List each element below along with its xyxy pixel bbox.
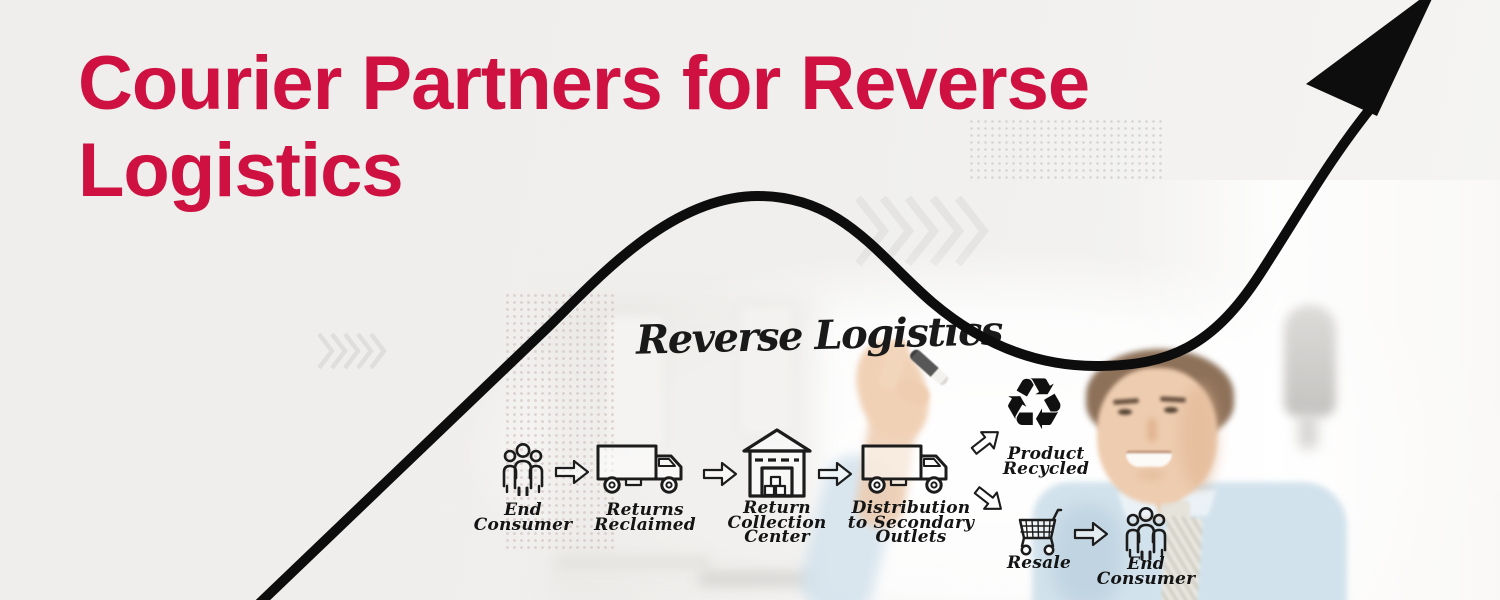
recycle-icon: ♻ xyxy=(1002,362,1067,446)
people-group-icon xyxy=(1124,506,1168,560)
delivery-truck-icon xyxy=(861,443,955,495)
people-group-icon xyxy=(501,442,545,496)
warehouse-icon xyxy=(742,428,812,498)
flow-arrow-icon xyxy=(1073,521,1109,547)
flow-arrow-icon xyxy=(817,461,853,487)
delivery-truck-icon xyxy=(596,443,690,495)
flow-arrow-icon xyxy=(554,459,590,485)
shopping-cart-icon xyxy=(1013,507,1063,557)
flow-arrow-icon xyxy=(702,461,738,487)
